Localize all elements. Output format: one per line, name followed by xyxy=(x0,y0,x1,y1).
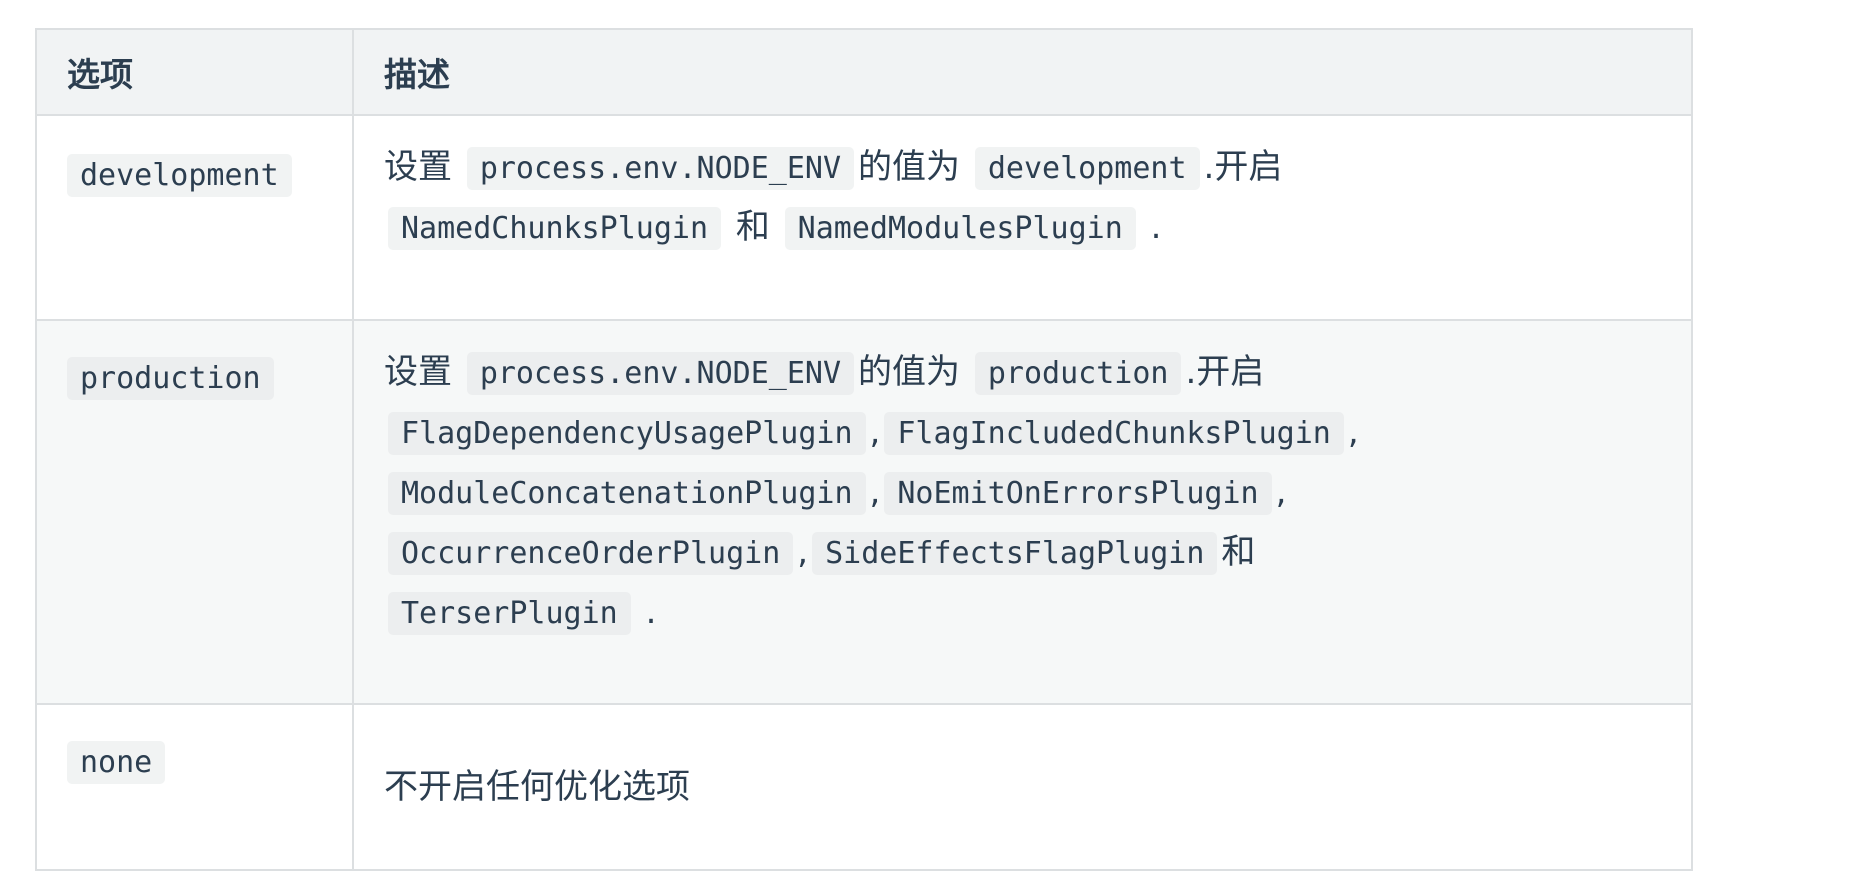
desc-text: 的值为 xyxy=(858,352,961,392)
desc-code: FlagDependencyUsagePlugin xyxy=(388,412,866,455)
desc-text: , xyxy=(1347,412,1359,452)
desc-code: ModuleConcatenationPlugin xyxy=(388,472,866,515)
desc-text: , xyxy=(869,412,881,452)
option-cell: development xyxy=(35,114,354,321)
option-cell: production xyxy=(35,319,354,705)
desc-code: process.env.NODE_ENV xyxy=(466,352,855,395)
desc-text: , xyxy=(1275,472,1287,512)
description-line: OccurrenceOrderPlugin,SideEffectsFlagPlu… xyxy=(384,523,1661,583)
desc-code: production xyxy=(974,352,1182,395)
desc-text: .开启 xyxy=(1185,352,1265,392)
desc-code: SideEffectsFlagPlugin xyxy=(812,532,1218,575)
desc-code: OccurrenceOrderPlugin xyxy=(388,532,794,575)
description-line: ModuleConcatenationPlugin,NoEmitOnErrors… xyxy=(384,463,1661,523)
desc-text: 和 xyxy=(1221,532,1256,572)
desc-text: . xyxy=(1150,207,1162,247)
desc-text: .开启 xyxy=(1203,147,1283,187)
option-code: none xyxy=(67,741,166,784)
table-row-none: none 不开启任何优化选项 xyxy=(35,703,1693,871)
description-line: FlagDependencyUsagePlugin,FlagIncludedCh… xyxy=(384,403,1661,463)
header-description: 描述 xyxy=(352,28,1693,116)
option-code: production xyxy=(67,357,274,400)
description-line: TerserPlugin . xyxy=(384,583,1661,643)
desc-code: development xyxy=(974,147,1200,190)
header-option: 选项 xyxy=(35,28,354,116)
table-header-row: 选项 描述 xyxy=(35,28,1693,116)
description-cell: 不开启任何优化选项 xyxy=(352,703,1693,871)
desc-text: 的值为 xyxy=(858,147,961,187)
desc-text: . xyxy=(645,592,657,632)
description-line: NamedChunksPlugin 和 NamedModulesPlugin . xyxy=(384,198,1661,258)
desc-text: , xyxy=(797,532,809,572)
mode-options-table: 选项 描述 development 设置 process.env.NODE_EN… xyxy=(35,28,1693,871)
desc-code: NamedModulesPlugin xyxy=(784,207,1136,250)
option-code: development xyxy=(67,154,292,197)
desc-text: 不开启任何优化选项 xyxy=(384,766,690,807)
option-cell: none xyxy=(35,703,354,871)
desc-text: , xyxy=(869,472,881,512)
desc-text: 和 xyxy=(735,207,770,247)
desc-code: NamedChunksPlugin xyxy=(388,207,722,250)
desc-text: 设置 xyxy=(384,352,452,392)
desc-code: NoEmitOnErrorsPlugin xyxy=(884,472,1272,515)
desc-code: process.env.NODE_ENV xyxy=(466,147,855,190)
desc-code: TerserPlugin xyxy=(388,592,631,635)
desc-text: 设置 xyxy=(384,147,452,187)
desc-code: FlagIncludedChunksPlugin xyxy=(884,412,1344,455)
